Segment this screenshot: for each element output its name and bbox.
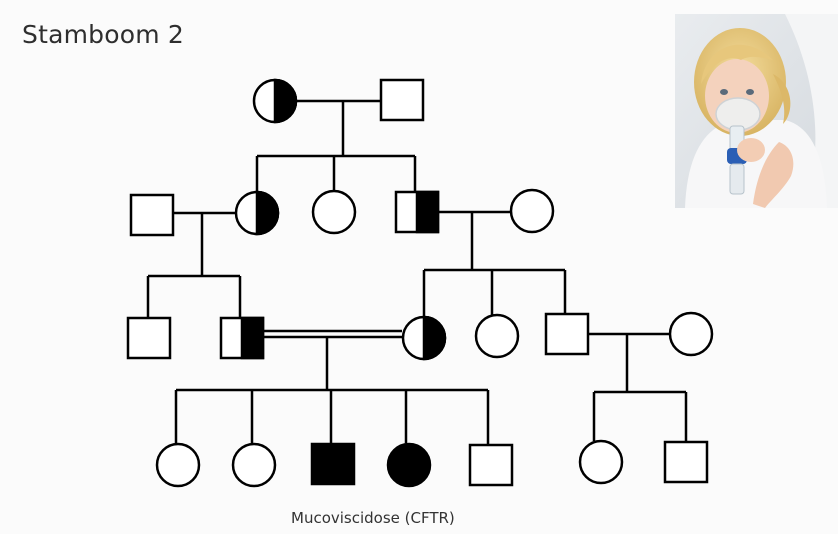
male-unaffected-symbol [126, 316, 172, 360]
female-carrier-symbol [234, 190, 280, 236]
disease-caption: Mucoviscidose (CFTR) [291, 509, 455, 527]
male-carrier-symbol [394, 190, 440, 234]
male-affected-symbol [310, 442, 356, 486]
female-unaffected-symbol [668, 311, 714, 357]
female-carrier-symbol [252, 78, 298, 124]
child-with-nebulizer-photo [675, 14, 838, 208]
male-unaffected-symbol [468, 443, 514, 487]
male-unaffected-symbol [663, 440, 709, 484]
female-carrier-symbol [401, 315, 447, 361]
male-carrier-symbol [219, 316, 265, 360]
slide-title: Stamboom 2 [22, 20, 185, 49]
male-unaffected-symbol [129, 193, 175, 237]
male-unaffected-symbol [379, 78, 425, 122]
female-unaffected-symbol [231, 442, 277, 488]
male-unaffected-symbol [544, 312, 590, 356]
female-unaffected-symbol [578, 439, 624, 485]
female-unaffected-symbol [509, 188, 555, 234]
female-affected-symbol [386, 442, 432, 488]
female-unaffected-symbol [474, 313, 520, 359]
female-unaffected-symbol [311, 189, 357, 235]
female-unaffected-symbol [155, 442, 201, 488]
